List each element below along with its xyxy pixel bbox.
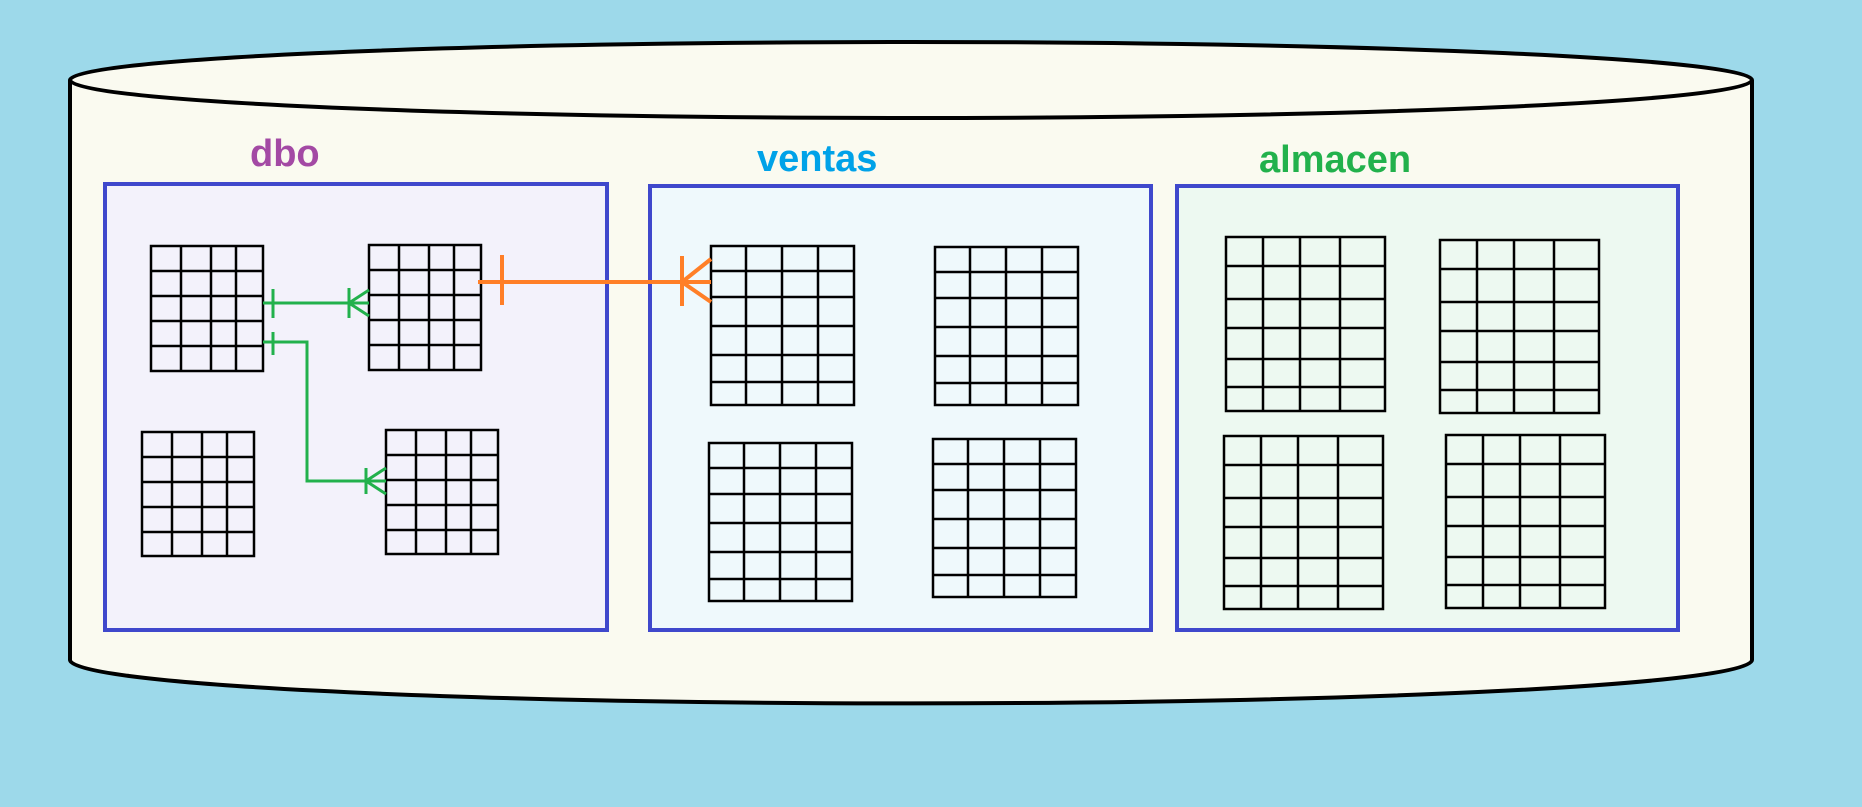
schema-ventas: ventas bbox=[648, 138, 1153, 632]
dbo-table-1[interactable] bbox=[149, 244, 265, 373]
dbo-table-2[interactable] bbox=[367, 243, 483, 372]
almacen-table-1[interactable] bbox=[1224, 235, 1387, 413]
schema-label-ventas: ventas bbox=[757, 138, 877, 180]
relation-dbo-2-to-ventas-1 bbox=[478, 255, 713, 306]
dbo-table-3[interactable] bbox=[140, 430, 256, 558]
schema-label-dbo: dbo bbox=[250, 133, 320, 175]
schema-label-almacen: almacen bbox=[1259, 139, 1411, 181]
dbo-table-4[interactable] bbox=[384, 428, 500, 556]
database-cylinder-top bbox=[68, 40, 1754, 120]
ventas-table-2[interactable] bbox=[933, 245, 1080, 407]
schema-dbo: dbo bbox=[103, 133, 609, 632]
ventas-table-3[interactable] bbox=[707, 441, 854, 603]
relation-dbo-1-to-2 bbox=[263, 288, 370, 318]
relation-dbo-1-to-4 bbox=[263, 332, 387, 496]
schema-almacen-box bbox=[1175, 184, 1680, 632]
almacen-table-3[interactable] bbox=[1222, 434, 1385, 611]
almacen-table-4[interactable] bbox=[1444, 433, 1607, 610]
schema-almacen: almacen bbox=[1175, 139, 1680, 632]
almacen-table-2[interactable] bbox=[1438, 238, 1601, 415]
ventas-table-1[interactable] bbox=[709, 244, 856, 407]
schema-ventas-box bbox=[648, 184, 1153, 632]
ventas-table-4[interactable] bbox=[931, 437, 1078, 599]
